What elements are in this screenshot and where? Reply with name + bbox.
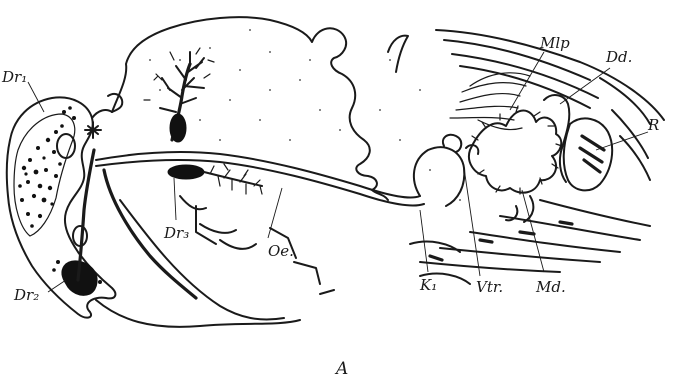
head-section bbox=[7, 97, 116, 317]
label-mlp: Mlp bbox=[539, 34, 570, 52]
label-dr3: Dr₃ bbox=[163, 224, 189, 242]
label-oe: Oe. bbox=[268, 242, 294, 260]
label-vtr: Vtr. bbox=[476, 278, 503, 296]
intestine-loop bbox=[414, 135, 478, 206]
label-r: R bbox=[647, 116, 659, 134]
body-outline bbox=[92, 17, 388, 200]
hind-organs bbox=[544, 95, 612, 190]
label-k1: K₁ bbox=[419, 276, 437, 294]
segment-plates bbox=[388, 30, 664, 284]
gland-dr3-upper bbox=[144, 48, 214, 142]
gland-dr3-lower bbox=[168, 164, 262, 194]
labels: Dr₁ Dr₂ Dr₃ Oe. K₁ Vtr. Md. Mlp Dd. R A bbox=[1, 34, 659, 379]
label-dr2: Dr₂ bbox=[13, 286, 39, 304]
figure-caption: A bbox=[334, 359, 348, 379]
label-dd: Dd. bbox=[605, 48, 632, 66]
midgut-region bbox=[450, 73, 562, 194]
label-md: Md. bbox=[535, 278, 566, 296]
label-dr1: Dr₁ bbox=[1, 68, 27, 86]
